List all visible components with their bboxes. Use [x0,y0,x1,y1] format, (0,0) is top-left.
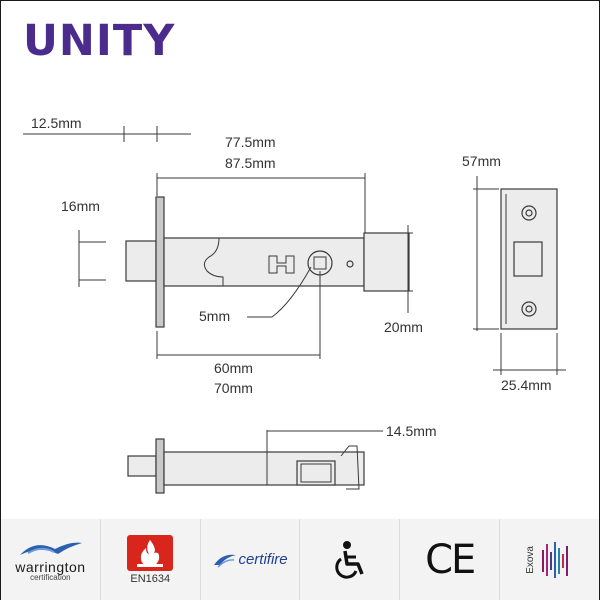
side-faceplate [155,438,165,494]
fire-flame-icon [127,534,174,571]
label-backset-short: 60mm [214,360,253,376]
spindle-square [313,256,327,270]
dim-backset-gap: 12.5mm [23,115,191,142]
warrington-subtitle: certification [30,573,71,582]
label-case-height: 20mm [384,319,423,335]
certifire-label: certifire [238,551,288,568]
wheelchair-icon [335,540,364,579]
faceplate-front-view [500,188,558,330]
dim-backset: 60mm 70mm [156,271,321,396]
small-pin [346,260,354,268]
label-backset-gap: 12.5mm [31,115,82,131]
label-overall-short: 77.5mm [225,134,276,150]
warrington-bird-icon [20,542,83,555]
side-bolt-head [127,455,157,477]
label-backset-long: 70mm [214,380,253,396]
technical-drawing: 12.5mm 77.5mm 87.5mm [23,115,566,494]
latch-cam [268,255,295,274]
side-hook [340,445,360,490]
latch-case-end [363,232,410,292]
cert-certifire: certifire [199,519,300,600]
dim-bolt-height: 16mm [61,198,106,287]
latch-side-view: 14.5mm [127,423,437,494]
dim-overall: 77.5mm 87.5mm [156,134,366,233]
label-spindle: 5mm [199,308,230,324]
label-plate-width: 25.4mm [501,377,552,393]
cert-accessibility [299,519,399,600]
exova-label: Exova [525,545,537,574]
bolt-aperture [513,241,543,277]
side-cam [296,460,336,486]
dim-plate-height: 57mm [462,153,501,331]
dim-plate-width: 25.4mm [493,333,566,393]
dim-case-height: 20mm [366,225,423,335]
warrington-label: warrington [15,559,86,575]
cert-ce: CE [399,519,499,600]
ce-mark-icon: CE [425,536,476,583]
label-overall-long: 87.5mm [225,155,276,171]
cert-en1634: EN1634 [99,519,200,600]
latch-faceplate [155,196,165,328]
latch-plan-view [125,196,410,328]
cert-exova: Exova [499,519,599,600]
brand-logo: UNITY [23,16,176,66]
label-side-depth: 14.5mm [386,423,437,439]
certification-bar: warrington certification EN1634 certifir… [1,519,599,600]
label-plate-height: 57mm [462,153,501,169]
latch-bolt-head [125,240,157,282]
en1634-label: EN1634 [130,572,171,585]
dim-spindle: 5mm [199,266,312,324]
label-bolt-height: 16mm [61,198,100,214]
cert-warrington: warrington certification [1,519,100,600]
latch-slot [189,237,224,286]
latch-body [163,237,365,287]
exova-bars-icon [542,541,569,578]
certifire-swoosh-icon [214,554,237,568]
